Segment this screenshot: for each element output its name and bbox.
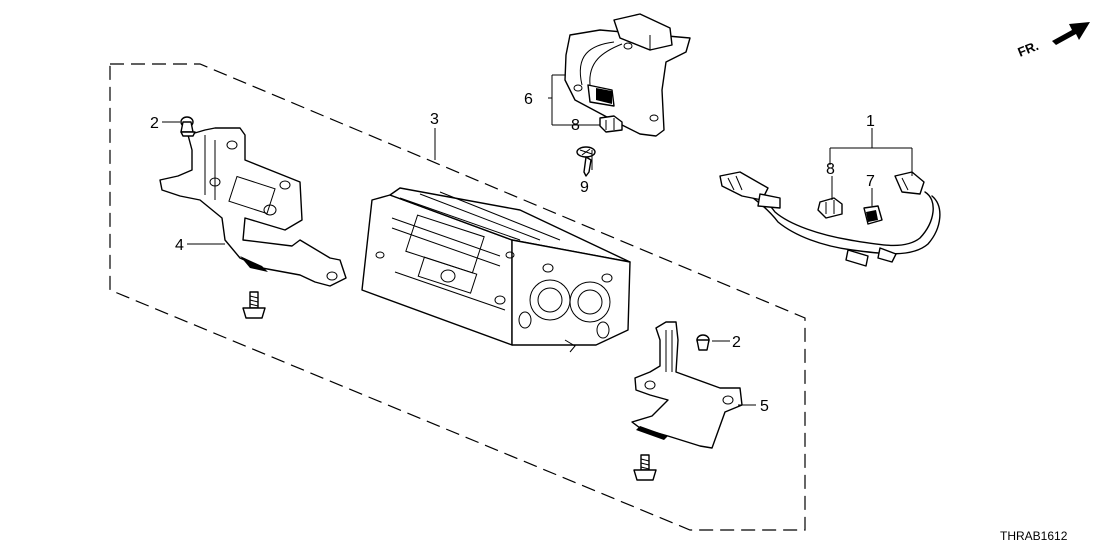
callout-4: 4 [175, 237, 184, 254]
right-bracket [631, 321, 743, 449]
callout-6: 6 [524, 91, 533, 108]
module-bracket [564, 13, 691, 137]
bolt-lower-icon [633, 454, 657, 481]
callout-1: 1 [866, 113, 875, 130]
callout-labels: 2 4 3 6 8 9 1 8 7 2 5 [150, 91, 875, 415]
leader-lines [162, 74, 913, 406]
front-direction-indicator: FR. [1016, 22, 1090, 60]
front-direction-label: FR. [1016, 38, 1041, 60]
callout-5: 5 [760, 398, 769, 415]
clip-icon [599, 115, 623, 133]
bolt-right-icon [696, 334, 710, 351]
screw-icon [576, 146, 596, 177]
callout-8: 8 [826, 161, 835, 178]
front-arrow-icon [1052, 22, 1090, 45]
callout-7: 7 [866, 173, 875, 190]
bolt-upper-icon [180, 116, 196, 137]
wire-harness [719, 171, 941, 267]
diagram-code: THRAB1612 [1000, 529, 1068, 543]
assembly-outline [109, 63, 806, 531]
bolt-icon [242, 291, 266, 319]
audio-unit [361, 187, 631, 353]
callout-9: 9 [580, 179, 589, 196]
callout-2: 2 [150, 115, 159, 132]
callout-3: 3 [430, 111, 439, 128]
callout-8: 8 [571, 117, 580, 134]
callout-2: 2 [732, 334, 741, 351]
left-bracket [159, 127, 347, 287]
